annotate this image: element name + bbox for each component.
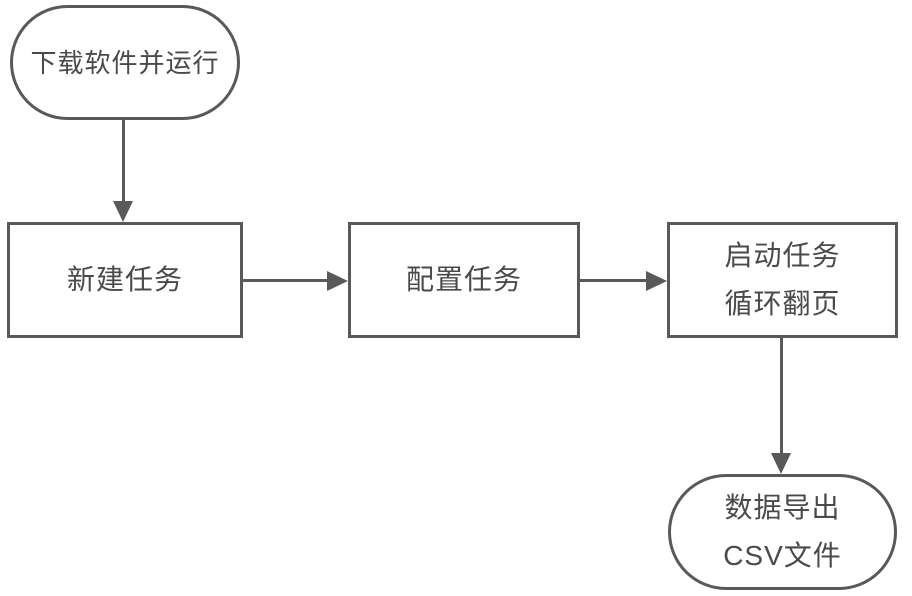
flowchart-node-run-task: 启动任务 循环翻页	[667, 222, 898, 338]
flowchart-node-new-task: 新建任务	[7, 222, 243, 338]
node-configure-task-label: 配置任务	[405, 264, 522, 295]
node-export-label-line1: 数据导出	[724, 492, 841, 523]
arrow-configure-to-run-line	[580, 279, 649, 282]
arrow-configure-to-run-head-icon	[646, 271, 667, 291]
node-start-label: 下载软件并运行	[30, 47, 220, 78]
arrow-start-to-new-task-head-icon	[113, 201, 133, 222]
node-export-label-line2: CSV文件	[723, 540, 842, 571]
arrow-start-to-new-task-line	[122, 120, 125, 202]
node-run-task-label-line1: 启动任务	[724, 240, 841, 271]
flowchart-node-export: 数据导出 CSV文件	[668, 474, 897, 590]
flowchart-node-start: 下载软件并运行	[10, 5, 240, 120]
node-run-task-label-line2: 循环翻页	[724, 288, 841, 319]
node-new-task-label: 新建任务	[66, 264, 183, 295]
arrow-new-task-to-configure-head-icon	[327, 271, 348, 291]
arrow-run-to-export-head-icon	[771, 453, 791, 474]
arrow-run-to-export-line	[780, 338, 783, 454]
flowchart-node-configure-task: 配置任务	[348, 222, 580, 338]
arrow-new-task-to-configure-line	[243, 279, 330, 282]
